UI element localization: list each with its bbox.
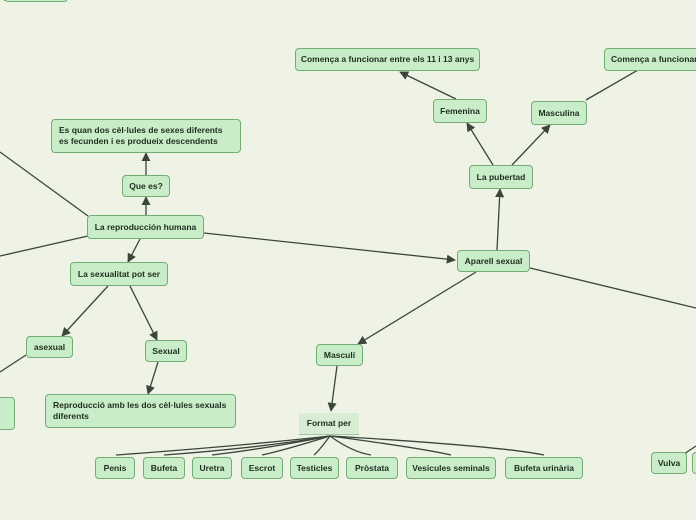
node-offscreen-left[interactable] <box>0 397 15 430</box>
node-format-per[interactable]: Format per <box>299 413 359 435</box>
node-masculi[interactable]: Masculí <box>316 344 363 366</box>
node-vulva[interactable]: Vulva <box>651 452 687 474</box>
node-aparell-sexual[interactable]: Aparell sexual <box>457 250 530 272</box>
node-uretra[interactable]: Uretra <box>192 457 232 479</box>
edge-format-bufeta-urinaria <box>329 435 545 456</box>
node-vesicules-seminals[interactable]: Vesicules seminals <box>406 457 496 479</box>
node-sexualitat[interactable]: La sexualitat pot ser <box>70 262 168 286</box>
edge-format-prostata <box>329 435 372 456</box>
edge-offscreen-left-bottom <box>0 235 89 257</box>
node-offscreen-right[interactable] <box>692 452 696 474</box>
node-bufeta[interactable]: Bufeta <box>143 457 185 479</box>
edge-masculi-format <box>327 365 338 412</box>
node-comenca-femenina[interactable]: Comença a funcionar entre els 11 i 13 an… <box>295 48 480 71</box>
node-reproduccio-sexual[interactable]: Reproducció amb les dos cèl·lules sexual… <box>45 394 236 428</box>
edge-format-escrot <box>261 435 331 456</box>
edge-pubertad-femenina <box>466 122 494 166</box>
node-definicio[interactable]: Es quan dos cèl·lules de sexes diferents… <box>51 119 241 153</box>
node-prostata[interactable]: Pròstata <box>346 457 398 479</box>
node-comenca-masculina[interactable]: Comença a funcionar <box>604 48 696 71</box>
node-bufeta-urinaria[interactable]: Bufeta urinària <box>505 457 583 479</box>
node-masculina[interactable]: Masculina <box>531 101 587 125</box>
edge-format-vesicules <box>329 435 452 456</box>
edge-masculina-comenca <box>585 69 639 101</box>
edge-sexualitat-asexual <box>61 285 109 337</box>
edge-reproduccio-sexualitat <box>127 238 141 263</box>
node-asexual[interactable]: asexual <box>26 336 73 358</box>
edge-aparell-pubertad <box>495 188 505 251</box>
node-reproduccio-humana[interactable]: La reproducción humana <box>87 215 204 239</box>
node-escrot[interactable]: Escrot <box>241 457 283 479</box>
edge-sexual-reproduccio <box>146 361 159 395</box>
node-sexual[interactable]: Sexual <box>145 340 187 362</box>
node-que-es[interactable]: Que es? <box>122 175 170 197</box>
edge-femenina-comenca <box>399 71 457 100</box>
edge-offscreen-left-asexual <box>0 354 27 373</box>
node-pubertad[interactable]: La pubertad <box>469 165 533 189</box>
edge-sexualitat-sexual <box>129 285 158 341</box>
edge-offscreen-left-top <box>0 151 89 217</box>
edge-offscreen-right <box>529 267 696 309</box>
edge-pubertad-masculina <box>511 124 551 166</box>
edge-format-uretra <box>211 435 331 456</box>
edge-format-penis <box>115 435 331 456</box>
edge-aparell-masculi <box>357 271 477 345</box>
edge-format-testicles <box>313 435 331 456</box>
edge-reproduccio-aparell <box>203 232 456 264</box>
node-testicles[interactable]: Testicles <box>290 457 339 479</box>
node-femenina[interactable]: Femenina <box>433 99 487 123</box>
node-offscreen-top[interactable] <box>4 0 68 2</box>
node-penis[interactable]: Penis <box>95 457 135 479</box>
